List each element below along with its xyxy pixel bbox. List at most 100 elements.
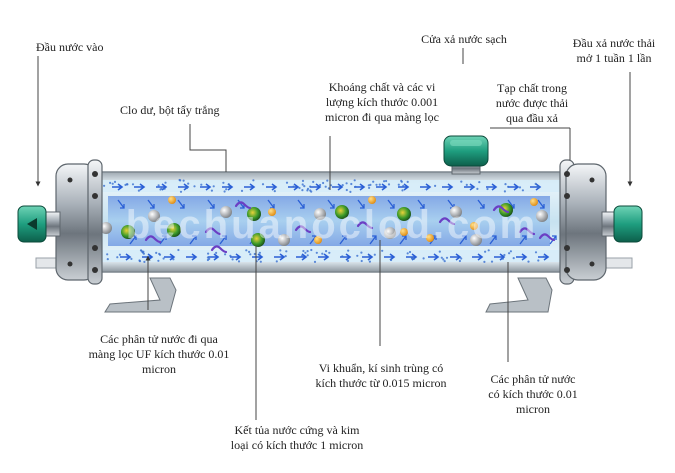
fine-particle <box>504 183 507 186</box>
fine-particle <box>229 254 232 257</box>
fine-particle <box>207 252 210 255</box>
sediment-particle <box>397 207 411 221</box>
fine-particle <box>397 183 400 186</box>
fine-particle <box>116 256 119 259</box>
fine-particle <box>400 180 403 183</box>
flow-arrow <box>318 253 330 261</box>
label-sediment: Kết tủa nước cứng và kim loại có kích th… <box>230 423 364 452</box>
fine-particle <box>402 184 405 188</box>
mounting-legs <box>104 277 553 313</box>
fine-particle <box>313 260 317 263</box>
fine-particle <box>372 180 375 183</box>
inlet-cap <box>17 205 47 243</box>
fine-particle <box>319 183 322 187</box>
fine-particle <box>160 187 163 190</box>
fine-particle <box>537 259 540 262</box>
fine-particle <box>206 256 209 259</box>
fine-particle <box>179 190 183 193</box>
fine-particle <box>157 184 160 187</box>
flow-arrow <box>477 199 485 209</box>
fine-particle <box>324 185 327 188</box>
fine-particle <box>111 182 114 185</box>
flow-arrow <box>156 183 168 191</box>
flow-arrow <box>399 235 407 245</box>
flow-arrow <box>230 253 242 261</box>
fine-particle <box>534 182 537 185</box>
fine-particle <box>350 182 353 186</box>
fine-particle <box>163 187 166 190</box>
fine-particle <box>368 254 371 257</box>
flow-arrow <box>428 253 440 261</box>
label-uf-water-molecules: Các phân tử nước đi qua màng lọc UF kích… <box>88 332 230 376</box>
fine-particle <box>252 179 255 182</box>
flow-arrow <box>387 199 395 209</box>
fine-particle <box>303 185 306 188</box>
fine-particle <box>367 184 370 187</box>
fine-particle <box>222 181 225 184</box>
fine-particle <box>501 257 504 260</box>
fine-particle <box>178 178 181 182</box>
fine-particle <box>224 253 227 256</box>
mineral-particle <box>384 227 396 239</box>
particles <box>100 196 556 254</box>
fine-particle <box>325 250 328 253</box>
fine-particle <box>349 190 352 193</box>
annotation-lines <box>35 48 633 420</box>
flow-arrow <box>266 183 278 191</box>
fine-particle <box>381 249 384 252</box>
fine-particle <box>438 250 441 253</box>
fine-particle <box>354 185 357 188</box>
flow-arrow <box>267 199 275 209</box>
fine-particle <box>412 257 416 260</box>
fine-particle <box>442 258 445 261</box>
filter-housing <box>83 171 575 273</box>
bacteria-particle <box>438 217 456 226</box>
flow-arrow <box>112 183 124 191</box>
fine-particle <box>390 258 393 262</box>
fine-particle <box>471 186 474 189</box>
fine-particle <box>312 180 315 183</box>
chlorine-particle <box>168 196 176 204</box>
flow-arrow <box>369 235 377 245</box>
fine-particle <box>360 251 363 254</box>
fine-particle <box>130 257 133 260</box>
fine-particle <box>193 185 196 188</box>
fine-particle <box>215 251 218 254</box>
clean-outlet-cap <box>443 135 489 175</box>
fine-particle <box>142 252 145 255</box>
fine-particle <box>223 190 226 193</box>
fine-particle <box>368 186 371 189</box>
bacteria-particle <box>518 227 536 236</box>
bacteria-particle <box>210 245 228 254</box>
bacteria-particle <box>294 225 312 234</box>
fine-particle <box>212 185 215 188</box>
fine-particle <box>103 184 106 187</box>
mineral-particle <box>278 234 290 246</box>
fine-particle <box>298 186 301 190</box>
sediment-particle <box>167 223 181 237</box>
fine-particle <box>158 252 161 255</box>
chlorine-particle <box>400 228 408 236</box>
fine-particle <box>534 251 538 254</box>
fine-particle <box>383 180 386 183</box>
fine-particle <box>503 253 506 257</box>
label-clean-outlet: Cửa xả nước sạch <box>421 32 507 46</box>
fine-particles <box>103 178 545 263</box>
flow-arrow <box>442 183 454 191</box>
flow-arrow <box>332 183 344 191</box>
fine-particle <box>460 180 463 183</box>
flow-arrow <box>117 199 125 209</box>
fine-particle <box>259 260 262 263</box>
flow-arrow <box>147 199 155 209</box>
fine-particle <box>465 183 468 186</box>
chlorine-particle <box>470 222 478 230</box>
fine-particle <box>385 179 388 183</box>
flow-arrow <box>516 253 528 261</box>
chlorine-particle <box>530 198 538 206</box>
fine-particle <box>306 254 309 257</box>
fine-particle <box>353 179 356 182</box>
fine-particle <box>210 189 213 192</box>
flow-arrow <box>219 235 227 245</box>
bacteria-particle <box>356 221 374 230</box>
flow-arrow <box>486 183 498 191</box>
